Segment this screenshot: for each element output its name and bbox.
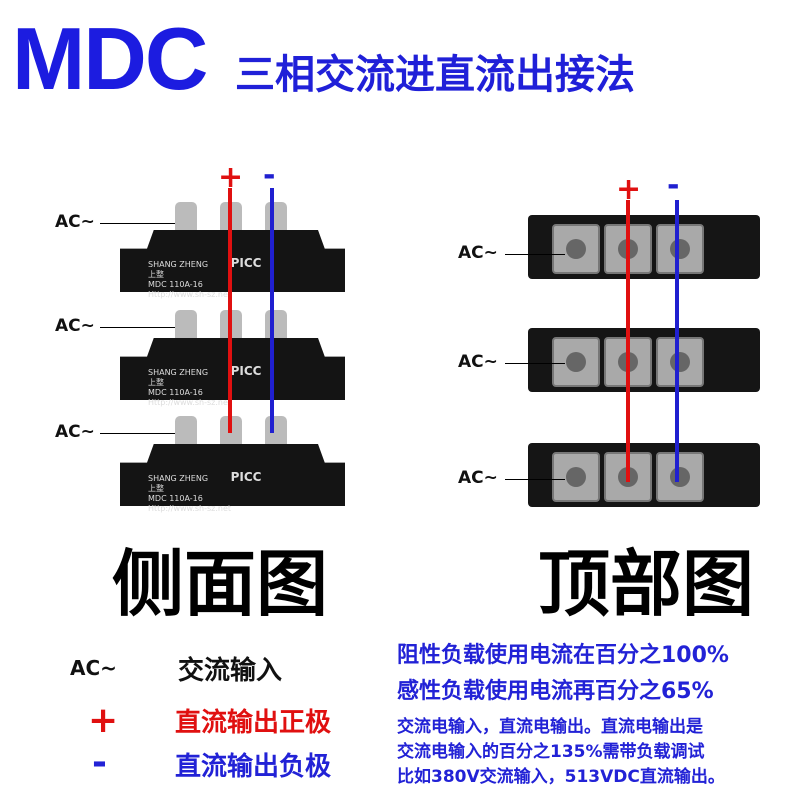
legend-text-minus: 直流输出负极: [175, 752, 332, 782]
module-brand: SHANG ZHENG: [148, 368, 209, 377]
module-top-3: [528, 443, 760, 507]
ac-label: AC~: [55, 316, 95, 336]
note-line-4: 交流电输入的百分之135%需带负载调试: [397, 742, 705, 762]
module-url: Http://www.sh-sz.net: [148, 504, 232, 513]
minus-symbol: -: [263, 158, 276, 193]
module-top-2: [528, 328, 760, 392]
module-model: MDC 110A-16: [148, 494, 203, 503]
side-view-caption: 侧面图: [112, 542, 329, 626]
module-brand-cn: 上整: [148, 270, 164, 279]
module-logo: PICC: [230, 364, 262, 378]
ac-label: AC~: [55, 422, 95, 442]
module-brand: SHANG ZHENG: [148, 260, 209, 269]
note-line-3: 交流电输入，直流电输出。直流电输出是: [397, 717, 703, 737]
ac-pointer: [505, 254, 565, 255]
legend-text-plus: 直流输出正极: [175, 708, 332, 738]
ac-label: AC~: [458, 468, 498, 488]
ac-label: AC~: [458, 352, 498, 372]
top-view-caption: 顶部图: [538, 542, 755, 626]
plus-symbol: +: [616, 172, 642, 207]
ac-label: AC~: [458, 243, 498, 263]
legend-text-ac: 交流输入: [178, 656, 283, 686]
ac-pointer: [100, 327, 175, 328]
module-url: Http://www.sh-sz.net: [148, 398, 232, 407]
module-brand: SHANG ZHENG: [148, 474, 209, 483]
negative-wire: [675, 200, 679, 482]
module-model: MDC 110A-16: [148, 388, 203, 397]
legend-symbol-plus: +: [88, 700, 119, 741]
negative-wire: [270, 188, 274, 433]
ac-pointer: [505, 479, 565, 480]
positive-wire: [626, 200, 630, 482]
subtitle: 三相交流进直流出接法: [235, 52, 635, 98]
note-line-1: 阻性负载使用电流在百分之100%: [397, 643, 729, 668]
legend-symbol-minus: -: [92, 742, 107, 783]
module-top-1: [528, 215, 760, 279]
plus-symbol: +: [218, 160, 244, 195]
module-brand-cn: 上整: [148, 378, 164, 387]
note-line-2: 感性负载使用电流再百分之65%: [397, 679, 714, 704]
ac-pointer: [100, 433, 175, 434]
ac-pointer: [100, 223, 175, 224]
ac-pointer: [505, 363, 565, 364]
module-url: Http://www.sh-sz.net: [148, 290, 232, 299]
minus-symbol: -: [667, 168, 680, 203]
module-model: MDC 110A-16: [148, 280, 203, 289]
module-brand-cn: 上整: [148, 484, 164, 493]
legend-symbol-ac: AC~: [70, 656, 117, 680]
positive-wire: [228, 188, 232, 433]
module-logo: PICC: [230, 256, 262, 270]
ac-label: AC~: [55, 212, 95, 232]
note-line-5: 比如380V交流输入，513VDC直流输出。: [397, 767, 725, 787]
module-logo: PICC: [230, 470, 262, 484]
title: MDC: [12, 9, 208, 108]
